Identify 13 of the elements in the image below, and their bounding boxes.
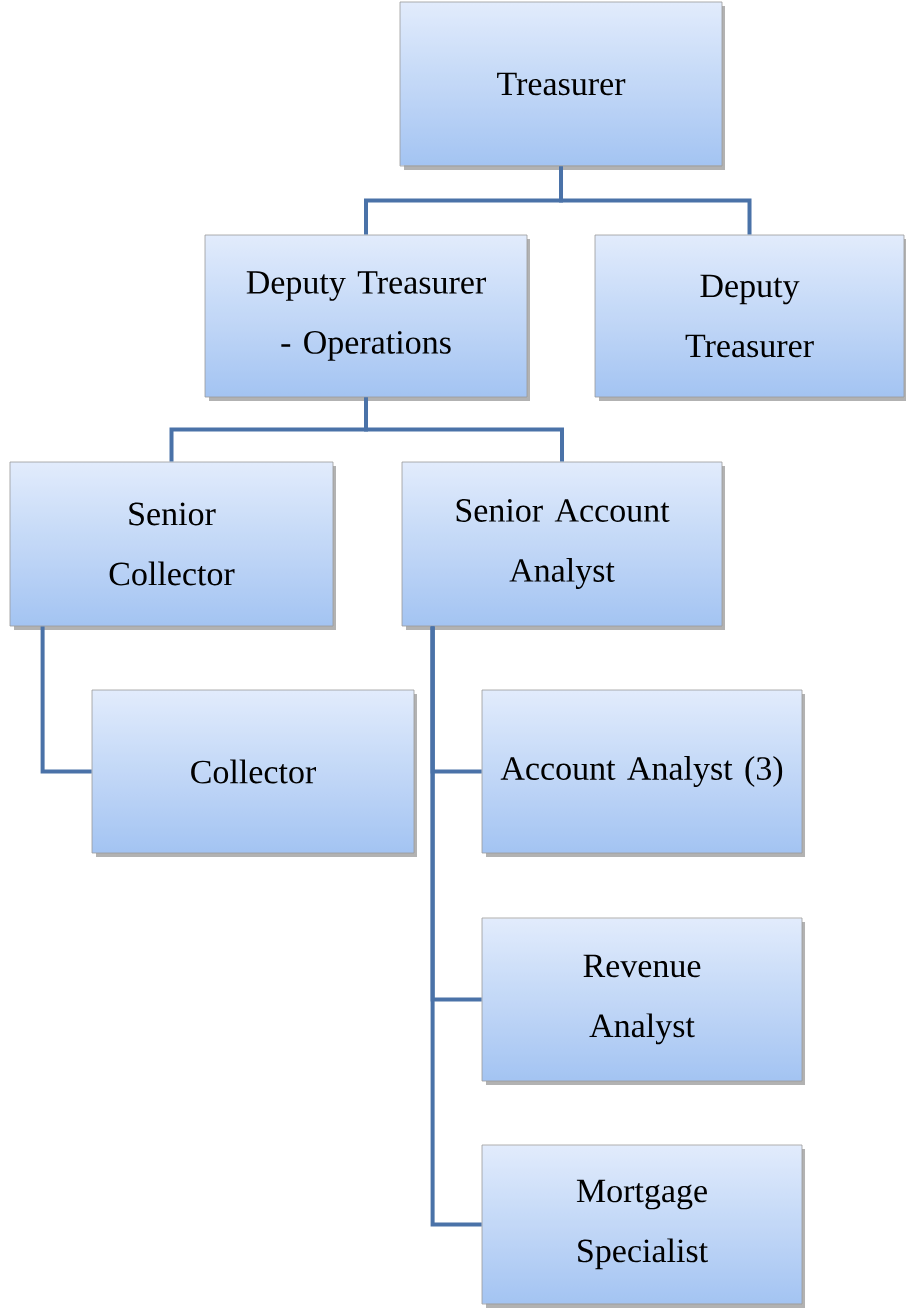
- connector-line: [430, 626, 482, 1227]
- connector-line: [559, 166, 752, 235]
- position-box: Deputy Treasurer: [594, 234, 906, 401]
- position-box: Treasurer: [399, 1, 725, 170]
- connector-line: [364, 397, 564, 462]
- position-box: Senior Account Analyst: [401, 461, 725, 630]
- position-box: Senior Collector: [9, 461, 336, 630]
- connector-line: [40, 626, 92, 774]
- position-box: Deputy Treasurer - Operations: [204, 234, 530, 401]
- position-box: Mortgage Specialist: [481, 1144, 805, 1308]
- position-box: Collector: [91, 689, 417, 857]
- position-box: Revenue Analyst: [481, 917, 805, 1085]
- position-box: Account Analyst (3): [481, 689, 805, 857]
